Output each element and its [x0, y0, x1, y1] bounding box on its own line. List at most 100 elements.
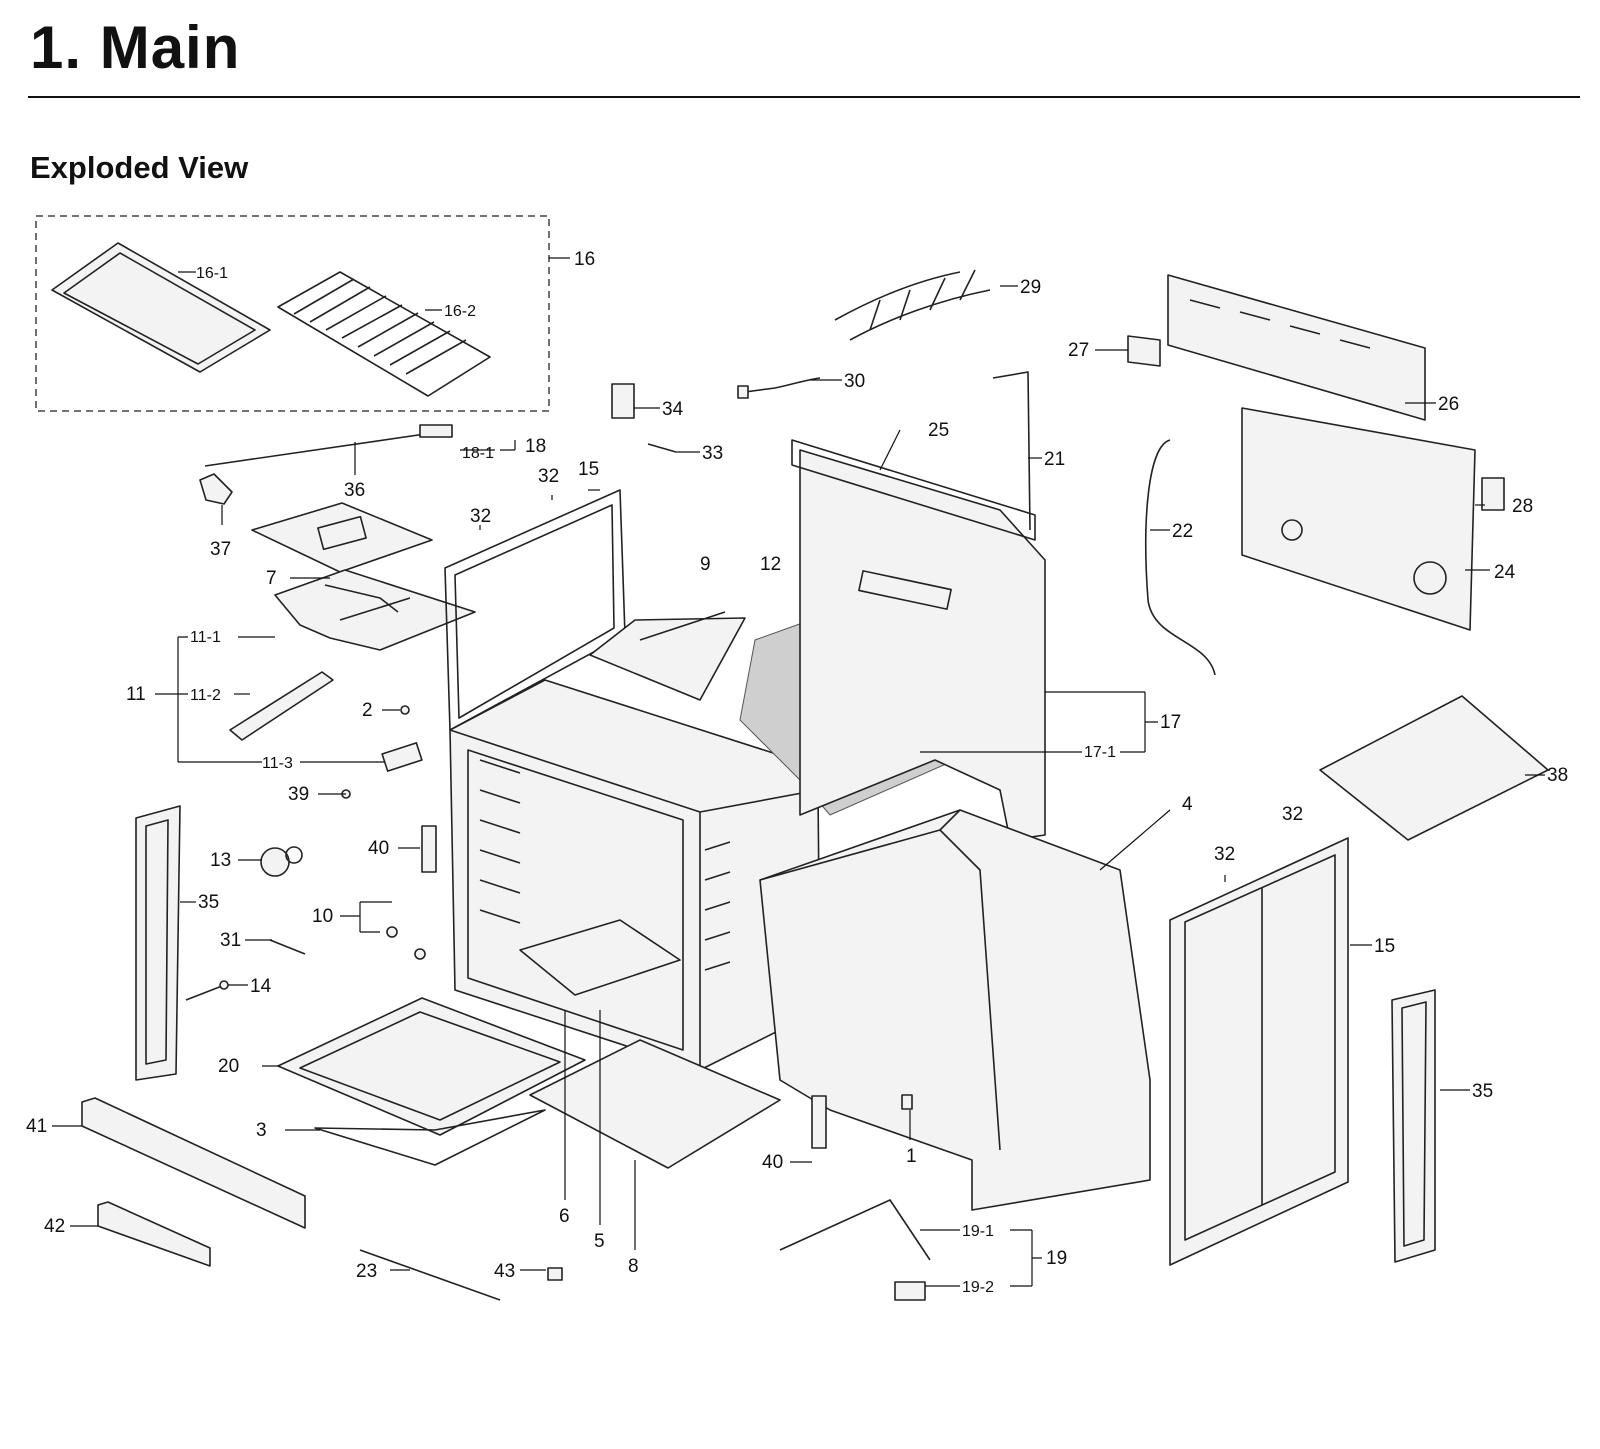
- callout-33: 33: [702, 443, 723, 464]
- callout-15-b: 15: [1374, 936, 1395, 957]
- callout-11-2: 11-2: [190, 687, 221, 704]
- callout-25: 25: [928, 420, 949, 441]
- callout-11-3: 11-3: [262, 755, 293, 772]
- bottom-tray: [277, 997, 586, 1136]
- terminal-block: [611, 383, 635, 419]
- callout-11-1: 11-1: [190, 629, 221, 646]
- hinge-receiver-lower: [811, 1095, 827, 1149]
- cavity-top-duct: [589, 611, 746, 701]
- callout-37: 37: [210, 539, 231, 560]
- callout-26: 26: [1438, 394, 1459, 415]
- callout-32-c: 32: [1282, 804, 1303, 825]
- small-bracket-28: [1481, 477, 1505, 511]
- power-cord: [737, 377, 821, 399]
- back-panel: [791, 439, 1046, 841]
- side-trim-left: [135, 805, 181, 1081]
- callout-17-1: 17-1: [1084, 744, 1116, 761]
- door-hinge-arm: [779, 1199, 931, 1301]
- rear-upper-panel: [1167, 274, 1426, 421]
- callout-5: 5: [594, 1231, 605, 1252]
- callout-31: 31: [220, 930, 241, 951]
- callout-17: 17: [1160, 712, 1181, 733]
- long-rod: [359, 1249, 501, 1301]
- top-cover-plate: [251, 502, 433, 573]
- callout-18: 18: [525, 436, 546, 457]
- hinge-receiver-upper: [421, 825, 437, 873]
- callout-14: 14: [250, 976, 272, 997]
- side-trim-right: [1391, 989, 1436, 1263]
- callout-40-b: 40: [762, 1152, 783, 1173]
- gas-tube-vertical: [992, 371, 1031, 531]
- callout-22: 22: [1172, 521, 1193, 542]
- bottom-base: [529, 1039, 781, 1169]
- knob: [260, 846, 303, 877]
- small-clip-43: [547, 1267, 563, 1281]
- oven-rack: [277, 271, 491, 397]
- callout-36: 36: [344, 480, 365, 501]
- callout-23: 23: [356, 1261, 377, 1282]
- clip: [647, 443, 677, 453]
- callout-32-a: 32: [538, 466, 559, 487]
- callout-41: 41: [26, 1116, 47, 1137]
- switch-cluster: [386, 926, 426, 960]
- callout-7: 7: [266, 568, 277, 589]
- callout-28: 28: [1512, 496, 1533, 517]
- callout-9: 9: [700, 554, 711, 575]
- wire-harness: [834, 269, 991, 341]
- callout-15-a: 15: [578, 459, 599, 480]
- callout-32-b: 32: [470, 506, 491, 527]
- callout-19-1: 19-1: [962, 1223, 994, 1240]
- door-frame-right: [1169, 837, 1349, 1266]
- callout-39: 39: [288, 784, 309, 805]
- callout-13: 13: [210, 850, 231, 871]
- cover-panel-38: [1319, 695, 1549, 841]
- callout-20: 20: [218, 1056, 239, 1077]
- callout-2: 2: [362, 700, 373, 721]
- callout-42: 42: [44, 1216, 65, 1237]
- broil-pan-tray: [51, 242, 271, 373]
- title-rule: [28, 96, 1580, 98]
- callout-16-1: 16-1: [196, 265, 228, 282]
- accessory-group-box: [35, 215, 550, 412]
- rear-lower-panel: [1241, 407, 1476, 631]
- outer-cabinet: [759, 809, 1151, 1211]
- leader-lines: [52, 257, 1545, 1287]
- heat-shield: [314, 1109, 546, 1166]
- callout-8: 8: [628, 1256, 639, 1277]
- callout-34: 34: [662, 399, 684, 420]
- control-switch: [381, 742, 423, 772]
- callout-35-b: 35: [1472, 1081, 1493, 1102]
- callout-6: 6: [559, 1206, 570, 1227]
- heater-bracket: [229, 671, 334, 741]
- leveling-screw: [269, 939, 306, 955]
- section-title: Exploded View: [30, 150, 249, 185]
- vent-duct: [274, 569, 476, 651]
- callout-27: 27: [1068, 340, 1089, 361]
- callout-16: 16: [574, 249, 595, 270]
- toe-kick-front: [81, 1097, 306, 1229]
- callout-12: 12: [760, 554, 781, 575]
- callout-35-a: 35: [198, 892, 219, 913]
- gas-tube-curved: [1145, 439, 1216, 676]
- sensor-probe: [185, 980, 229, 1001]
- toe-kick-lower: [97, 1201, 211, 1267]
- page-title: 1. Main: [30, 14, 241, 81]
- callout-19: 19: [1046, 1248, 1067, 1269]
- callout-18-1: 18-1: [462, 445, 494, 462]
- bolt-1: [901, 1094, 913, 1110]
- callout-4: 4: [1182, 794, 1193, 815]
- sensor-bracket: [199, 473, 233, 505]
- callout-11: 11: [126, 684, 146, 705]
- callout-38: 38: [1547, 765, 1568, 786]
- small-bracket-27: [1127, 335, 1161, 367]
- callout-24: 24: [1494, 562, 1516, 583]
- callout-16-2: 16-2: [444, 303, 476, 320]
- callout-10: 10: [312, 906, 333, 927]
- callout-1: 1: [906, 1146, 917, 1167]
- callout-30: 30: [844, 371, 865, 392]
- callout-32-d: 32: [1214, 844, 1235, 865]
- callout-21: 21: [1044, 449, 1065, 470]
- callout-3: 3: [256, 1120, 267, 1141]
- callout-labels: 16 16-1 16-2 29 30 27 26 34 33 25 21 18 …: [26, 249, 1568, 1296]
